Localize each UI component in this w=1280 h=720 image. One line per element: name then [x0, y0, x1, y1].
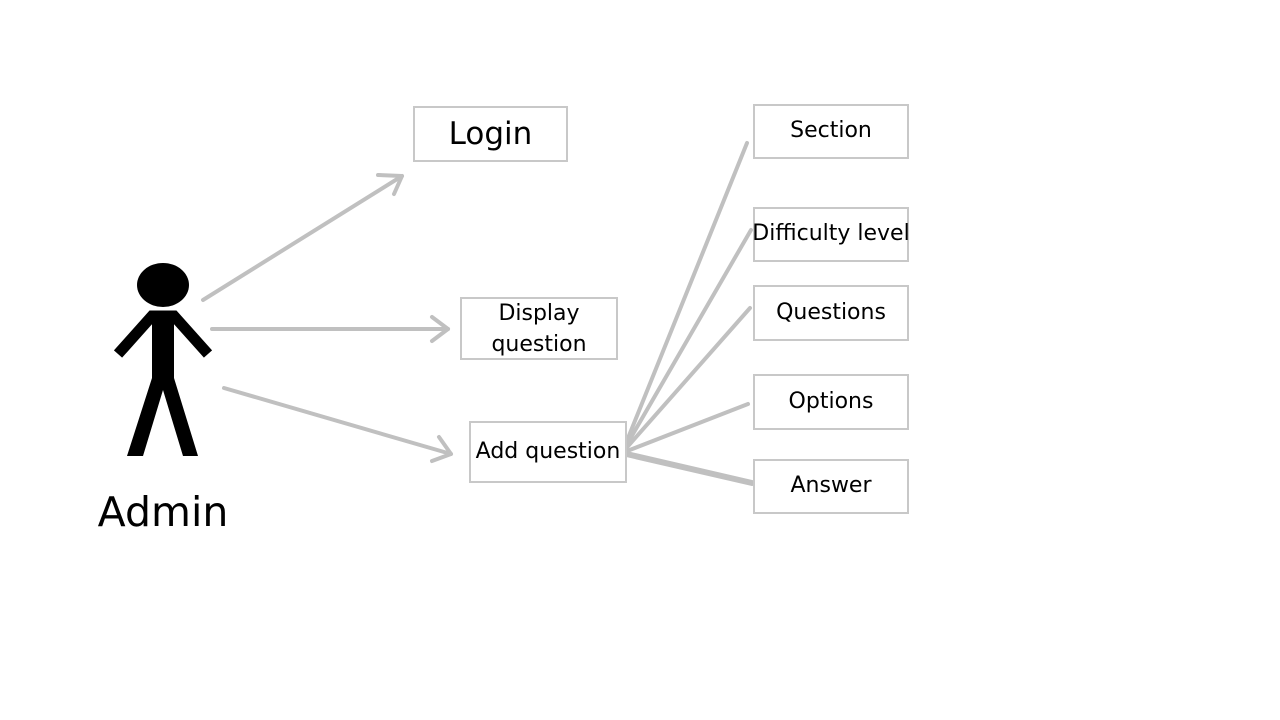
section-label: Section [790, 118, 872, 144]
arrow-to-login [201, 174, 404, 302]
display-question-use-case: Display question [460, 297, 618, 360]
section-field-box: Section [753, 104, 909, 159]
options-field-box: Options [753, 374, 909, 430]
actor-arms [113, 310, 213, 358]
admin-actor-figure [113, 263, 213, 456]
actor-body [152, 312, 174, 382]
add-question-label: Add question [475, 438, 621, 464]
arrow-to-display-question-head [430, 315, 450, 343]
questions-label: Questions [776, 299, 886, 325]
login-use-case: Login [413, 106, 568, 162]
answer-field-box: Answer [753, 459, 909, 514]
options-label: Options [788, 388, 874, 414]
difficulty-level-field-box: Difficulty level [752, 207, 910, 262]
connector-section [620, 141, 749, 455]
add-question-use-case: Add question [469, 421, 627, 483]
display-question-label: Display question [491, 300, 587, 357]
actor-head [137, 263, 189, 307]
actor-legs [127, 378, 198, 456]
arrow-to-login-head [376, 173, 404, 196]
difficulty-level-label: Difficulty level [752, 221, 910, 247]
connector-options [620, 402, 750, 455]
login-label: Login [448, 115, 533, 152]
connector-questions [620, 306, 752, 455]
questions-field-box: Questions [753, 285, 909, 341]
connector-answer [619, 450, 755, 486]
answer-label: Answer [790, 473, 872, 499]
actor-label: Admin [97, 488, 229, 536]
arrow-to-add-question-head [430, 435, 453, 463]
arrow-to-add-question [222, 386, 453, 456]
field-connectors [619, 141, 755, 486]
actor-arrows [201, 173, 453, 463]
connector-difficulty-level [620, 228, 753, 455]
